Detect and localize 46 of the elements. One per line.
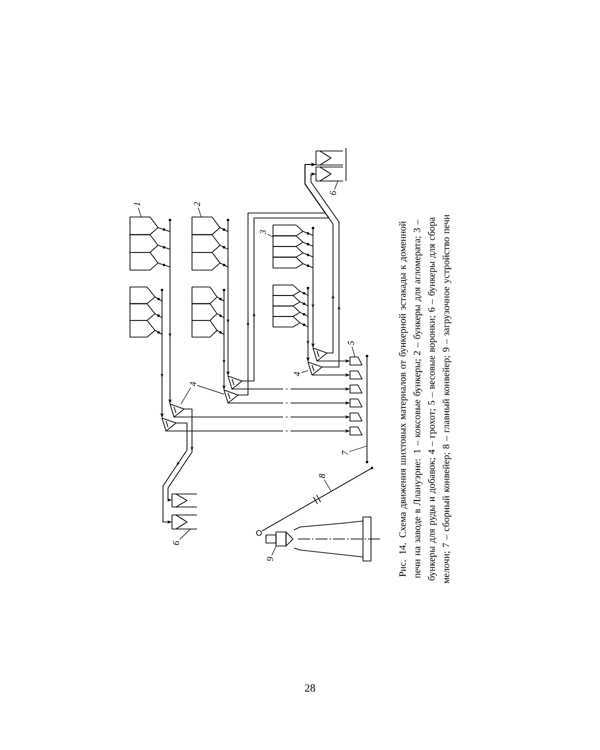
leader-line	[179, 528, 191, 540]
bunker-group	[192, 286, 226, 338]
callout-number: 5	[348, 341, 354, 346]
weighing-hopper	[350, 384, 362, 394]
leader-line	[349, 446, 368, 452]
bunker-group	[130, 286, 164, 338]
leader-line	[301, 370, 308, 373]
weighing-hopper	[350, 370, 362, 380]
callout-number: 4	[294, 372, 300, 376]
caption: Рис. 14. Схема движения шихтовых материалов от бункерной эстакады к доменной печи на заводе в Ллануэрне: 1 – коксовые бункеры; 2 – бункеры для агломерата; 3 – бункеры для руды и добавок; 4 – грохот; 5 – весовые воронки; 6 – бункеры для сбора мелочи; 7 – сборный конвейер; 8 – главный конвейер; 9 – загрузочное устройство печи	[398, 214, 452, 584]
weighing-hopper	[350, 356, 362, 366]
bunker-group	[130, 216, 172, 270]
screen-symbol	[162, 418, 176, 432]
screen-symbol	[228, 376, 242, 390]
leader-line	[271, 546, 276, 556]
screen-symbol	[308, 362, 322, 376]
bunker-group	[272, 224, 314, 268]
leader-line	[180, 387, 192, 404]
leader-line	[334, 180, 338, 190]
callout-number: 1	[134, 202, 140, 206]
weighing-hopper	[350, 412, 362, 422]
callout-number: 3	[260, 230, 266, 234]
screen-symbol	[312, 348, 328, 362]
screen-symbol	[170, 404, 184, 418]
leader-line	[352, 346, 356, 358]
callout-number: 2	[194, 202, 200, 206]
leader-line	[324, 479, 332, 492]
bin-pair	[172, 494, 198, 530]
leader-line	[197, 385, 224, 394]
leader-line	[138, 207, 142, 218]
callout-number: 6	[330, 190, 336, 195]
leader-line	[267, 234, 274, 238]
leader-line	[198, 207, 202, 218]
page-number: 28	[305, 684, 316, 692]
charging-device	[266, 532, 294, 546]
weighing-hopper	[350, 426, 362, 436]
callout-number: 4	[190, 382, 196, 386]
bin-pair	[316, 148, 346, 182]
weighing-hopper	[350, 398, 362, 408]
bunker-group	[192, 216, 230, 270]
callout-number: 8	[318, 474, 326, 478]
screen-symbol	[224, 390, 238, 404]
callout-number: 7	[342, 450, 348, 455]
callout-number: 9	[266, 556, 274, 561]
callout-number: 6	[172, 540, 180, 545]
bunker-group	[272, 284, 310, 328]
